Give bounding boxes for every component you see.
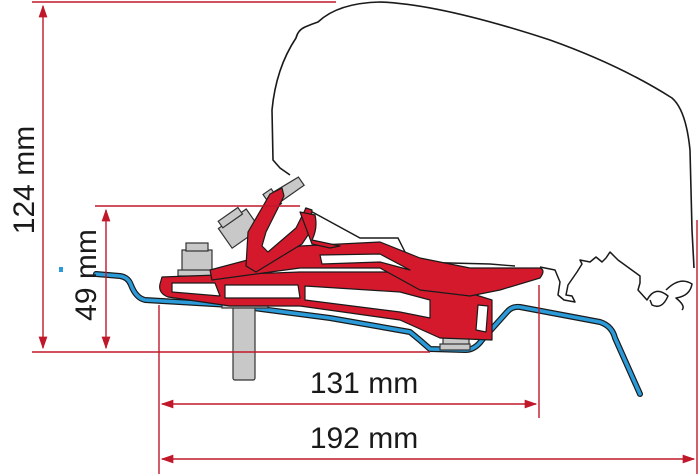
label-192mm: 192 mm: [310, 422, 418, 455]
vehicle-roof-profile: [93, 271, 643, 397]
mounting-bracket: [159, 187, 544, 341]
label-131mm: 131 mm: [310, 367, 418, 400]
label-124mm: 124 mm: [8, 126, 41, 234]
awning-case-outline: [271, 1, 695, 269]
dimension-lines: [32, 1, 698, 474]
nut-left: [181, 249, 213, 273]
awning-rail-profile: [539, 251, 693, 311]
roof-edge-marker: [59, 267, 63, 272]
label-49mm: 49 mm: [70, 229, 103, 321]
bolt-shaft-left: [232, 297, 256, 381]
